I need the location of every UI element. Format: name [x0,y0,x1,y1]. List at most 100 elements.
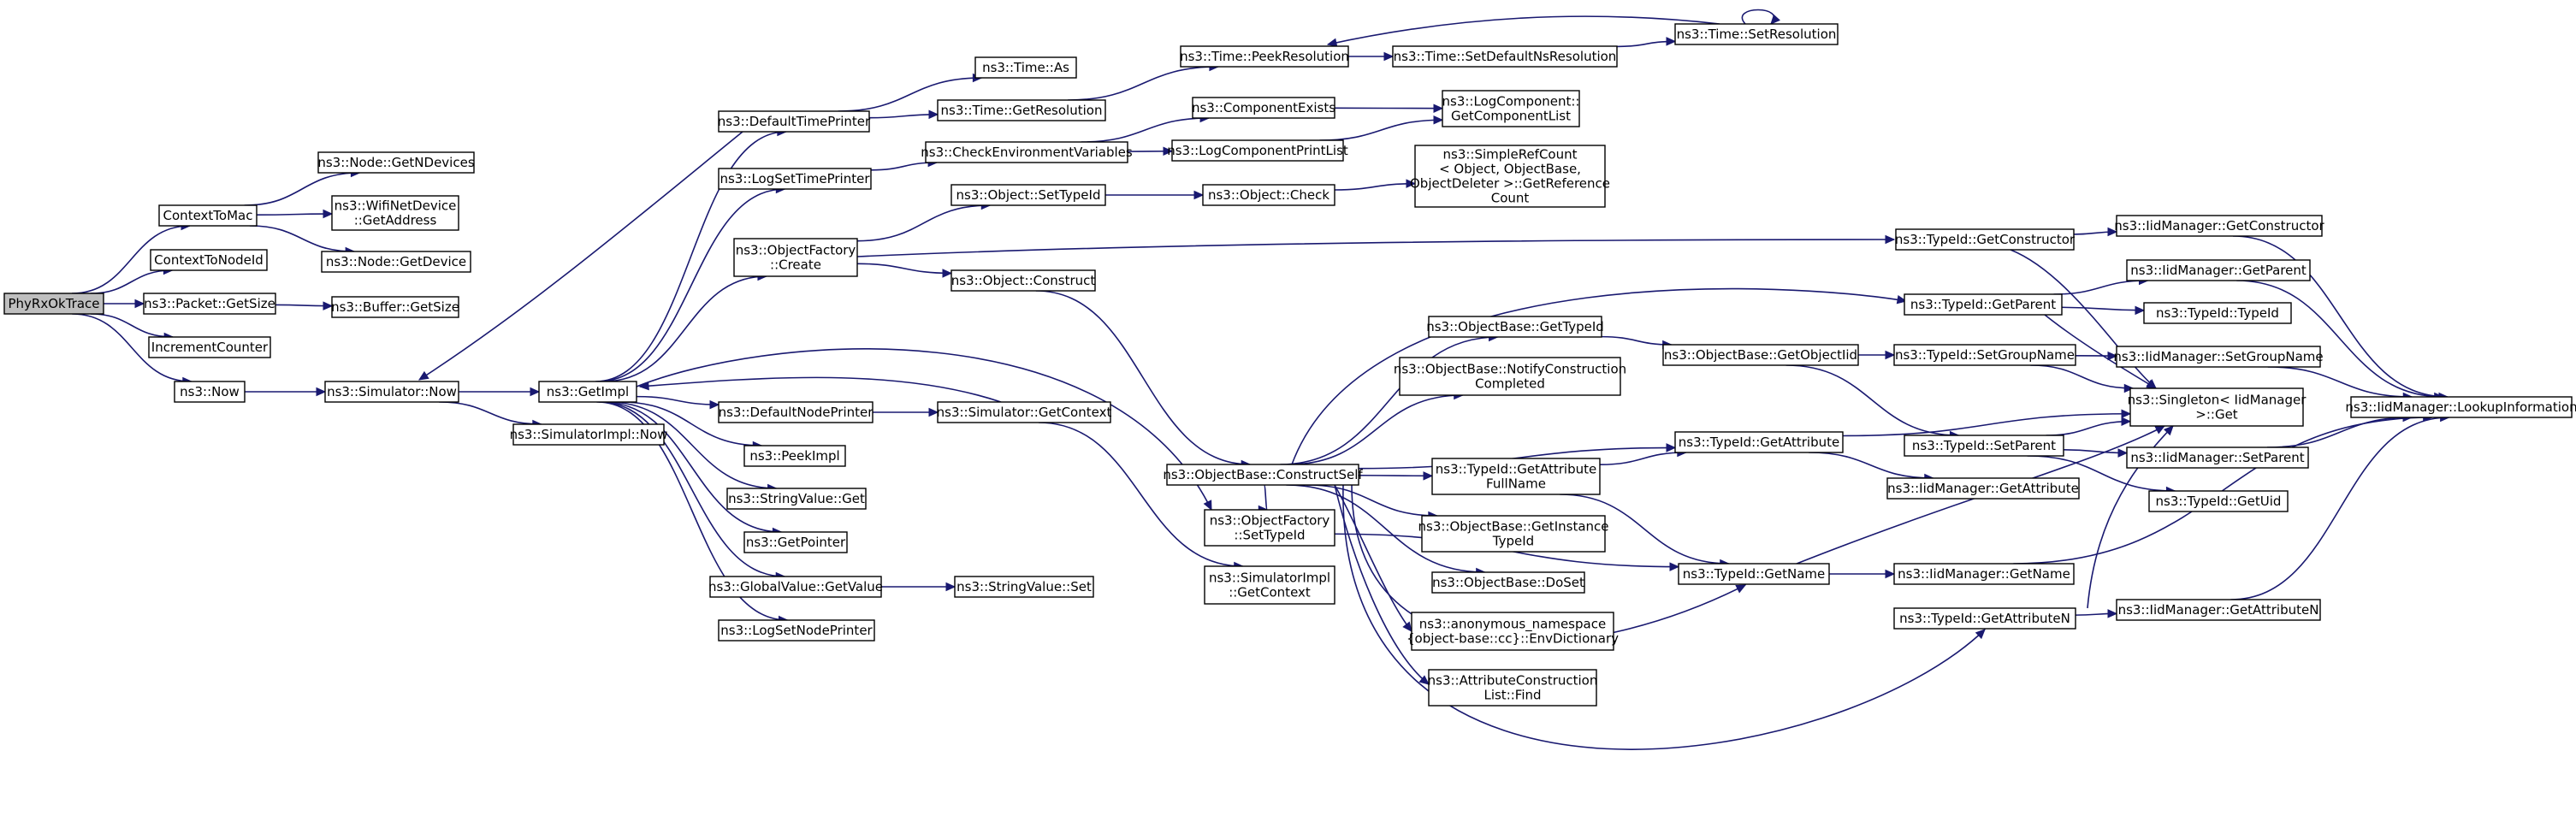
node-simulator-impl-now[interactable]: ns3::SimulatorImpl::Now [510,423,668,446]
edge-ComponentExists-to-LogComponentGetComponentList [1334,103,1444,113]
node-type-id-set-group-name[interactable]: ns3::TypeId::SetGroupName [1893,344,2076,366]
node-default-time-printer[interactable]: ns3::DefaultTimePrinter [718,110,871,133]
node-time-get-resolution[interactable]: ns3::Time::GetResolution [937,99,1106,121]
node-simulator-get-context[interactable]: ns3::Simulator::GetContext [937,401,1112,423]
node-iid-manager-get-name[interactable]: ns3::IidManager::GetName [1893,563,2075,585]
node-label: ns3::Packet::GetSize [144,296,275,311]
node-packet-get-size[interactable]: ns3::Packet::GetSize [143,293,276,315]
node-global-value-get-value[interactable]: ns3::GlobalValue::GetValue [708,576,883,598]
node-label: ns3::LogComponent:: [1442,93,1580,109]
node-log-component-print-list[interactable]: ns3::LogComponentPrintList [1167,139,1348,162]
node-string-value-get[interactable]: ns3::StringValue::Get [726,488,867,510]
node-label: ns3::PeekImpl [749,448,839,464]
node-object-factory-create[interactable]: ns3::ObjectFactory::Create [733,238,858,277]
node-label: ns3::ObjectBase::NotifyConstruction [1394,361,1626,376]
node-label: ns3::ObjectBase::ConstructSelf [1163,467,1363,482]
node-log-set-time-printer[interactable]: ns3::LogSetTimePrinter [718,168,872,190]
node-label: Count [1491,190,1530,205]
node-check-environment-variables[interactable]: ns3::CheckEnvironmentVariables [921,141,1133,163]
node-wifi-net-device-get-address[interactable]: ns3::WifiNetDevice::GetAddress [331,195,459,231]
edge-ObjectBaseConstructSelf-to-ObjectBaseNotifyConstructionCompleted [1288,390,1464,465]
node-type-id-get-attribute[interactable]: ns3::TypeId::GetAttribute [1674,431,1844,453]
node-get-impl[interactable]: ns3::GetImpl [538,381,637,403]
edge-SimulatorNow-to-GetImpl [458,387,541,397]
node-node-get-ndevices[interactable]: ns3::Node::GetNDevices [317,151,475,174]
edge-TypeIdSetGroupName-to-SingletonIidManagerGet [2030,364,2135,393]
edge-GetImpl-to-LogSetTimePrinter [597,184,786,382]
edge-TypeIdSetGroupName-to-IidManagerSetGroupName [2075,351,2118,361]
node-context-to-node-id[interactable]: ContextToNodeId [150,249,268,271]
node-time-peek-resolution[interactable]: ns3::Time::PeekResolution [1180,45,1349,68]
node-singleton-iid-manager-get[interactable]: ns3::Singleton< IidManager>::Get [2128,387,2307,427]
node-object-base-get-type-id[interactable]: ns3::ObjectBase::GetTypeId [1426,316,1604,338]
edge-ObjectBaseConstructSelf-to-EnvDictionary [1334,484,1412,632]
edge-TypeIdGetAttributeN-to-IidManagerGetAttributeN [2075,609,2118,618]
node-now[interactable]: ns3::Now [174,381,246,403]
node-label: ns3::WifiNetDevice [335,198,457,213]
node-time-as[interactable]: ns3::Time::As [974,56,1077,79]
edge-DefaultNodePrinter-to-SimulatorGetContext [873,407,939,417]
node-type-id-get-uid[interactable]: ns3::TypeId::GetUid [2148,490,2289,512]
node-label: GetComponentList [1451,108,1571,123]
node-object-set-type-id[interactable]: ns3::Object::SetTypeId [950,184,1106,206]
node-simulator-impl-get-context[interactable]: ns3::SimulatorImpl::GetContext [1204,565,1335,605]
node-type-id-get-name[interactable]: ns3::TypeId::GetName [1678,563,1830,585]
node-iid-manager-set-group-name[interactable]: ns3::IidManager::SetGroupName [2113,346,2324,368]
edge-GlobalValueGetValue-to-StringValueSet [881,582,956,592]
node-object-base-construct-self[interactable]: ns3::ObjectBase::ConstructSelf [1163,464,1363,486]
node-log-component-get-component-list[interactable]: ns3::LogComponent::GetComponentList [1442,90,1580,127]
node-type-id-type-id[interactable]: ns3::TypeId::TypeId [2143,302,2292,324]
node-iid-manager-get-constructor[interactable]: ns3::IidManager::GetConstructor [2114,215,2325,237]
node-object-base-get-object-iid[interactable]: ns3::ObjectBase::GetObjectIid [1662,344,1859,366]
node-label: ns3::TypeId::GetName [1683,566,1825,582]
edge-GetImpl-to-ObjectFactoryCreate [603,271,768,382]
node-label: ns3::StringValue::Get [728,491,865,506]
node-time-set-resolution[interactable]: ns3::Time::SetResolution [1674,23,1839,45]
node-type-id-get-parent[interactable]: ns3::TypeId::GetParent [1904,293,2063,316]
edge-PacketGetSize-to-BufferGetSize [275,301,334,310]
node-phy-rx-ok-trace[interactable]: PhyRxOkTrace [3,293,104,315]
node-iid-manager-get-parent[interactable]: ns3::IidManager::GetParent [2126,259,2311,281]
node-object-base-do-set[interactable]: ns3::ObjectBase::DoSet [1431,571,1585,594]
node-simulator-now[interactable]: ns3::Simulator::Now [324,381,459,403]
edge-ObjectBaseConstructSelf-to-TypeIdGetAttributeN [1342,484,1986,750]
node-log-set-node-printer[interactable]: ns3::LogSetNodePrinter [718,619,875,642]
node-buffer-get-size[interactable]: ns3::Buffer::GetSize [331,296,459,318]
node-object-construct[interactable]: ns3::Object::Construct [950,269,1096,292]
edge-ObjectCheck-to-SimpleRefCountGetReferenceCount [1334,179,1417,191]
edge-TypeIdGetAttributeN-to-SingletonIidManagerGet [2087,425,2174,609]
node-object-factory-set-type-id[interactable]: ns3::ObjectFactory::SetTypeId [1204,509,1335,547]
edge-ObjectFactoryCreate-to-TypeIdGetConstructor [856,234,1896,257]
node-get-pointer[interactable]: ns3::GetPointer [743,531,848,553]
node-context-to-mac[interactable]: ContextToMac [158,204,258,227]
node-label: ns3::ObjectFactory [1210,512,1330,528]
node-iid-manager-get-attribute-n[interactable]: ns3::IidManager::GetAttributeN [2116,599,2321,621]
node-type-id-get-attribute-n[interactable]: ns3::TypeId::GetAttributeN [1893,607,2076,630]
node-peek-impl[interactable]: ns3::PeekImpl [743,445,846,467]
node-object-check[interactable]: ns3::Object::Check [1202,184,1335,206]
node-node-get-device[interactable]: ns3::Node::GetDevice [321,251,471,273]
node-simple-ref-count-get-reference-count[interactable]: ns3::SimpleRefCount< Object, ObjectBase,… [1410,145,1610,208]
node-string-value-set[interactable]: ns3::StringValue::Set [954,576,1094,598]
node-time-set-default-ns-resolution[interactable]: ns3::Time::SetDefaultNsResolution [1392,45,1618,68]
edge-CheckEnvironmentVariables-to-LogComponentPrintList [1127,146,1174,157]
node-increment-counter[interactable]: IncrementCounter [148,336,271,358]
node-iid-manager-get-attribute[interactable]: ns3::IidManager::GetAttribute [1886,477,2080,500]
node-env-dictionary[interactable]: ns3::anonymous_namespace{object-base::cc… [1406,612,1619,651]
node-object-base-notify-construction-completed[interactable]: ns3::ObjectBase::NotifyConstructionCompl… [1394,357,1626,396]
node-default-node-printer[interactable]: ns3::DefaultNodePrinter [718,401,874,423]
node-component-exists[interactable]: ns3::ComponentExists [1192,97,1335,119]
node-iid-manager-set-parent[interactable]: ns3::IidManager::SetParent [2126,446,2309,469]
node-type-id-get-constructor[interactable]: ns3::TypeId::GetConstructor [1895,228,2076,251]
node-iid-manager-lookup-information[interactable]: ns3::IidManager::LookupInformation [2345,396,2576,418]
node-label: ns3::Object::Check [1208,187,1329,203]
edge-ObjectBaseConstructSelf-to-AttributeConstructionListFind [1334,484,1430,685]
node-label: ns3::IidManager::GetName [1898,566,2070,582]
node-type-id-set-parent[interactable]: ns3::TypeId::SetParent [1904,435,2064,457]
edge-TypeIdSetParent-to-SingletonIidManagerGet [2046,417,2132,436]
node-label: ns3::Node::GetDevice [326,254,466,269]
